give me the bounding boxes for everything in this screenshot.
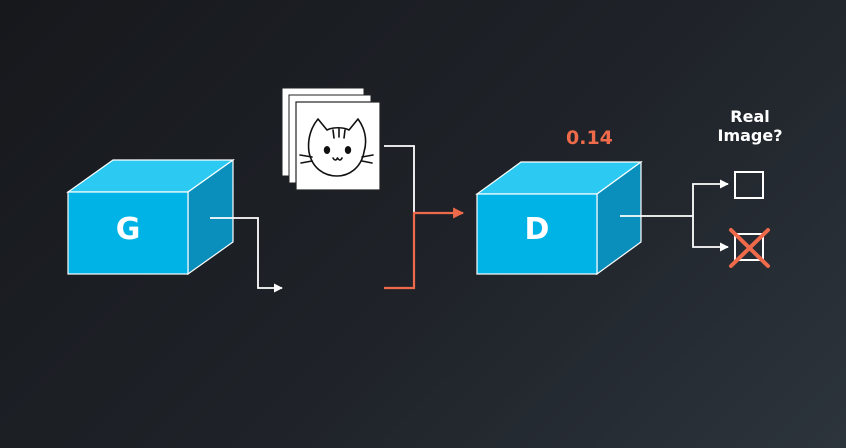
cat-face-icon (299, 118, 374, 177)
real-branch-arrow (692, 179, 729, 216)
fake-image-path (384, 212, 416, 290)
discriminator-score: 0.14 (566, 127, 613, 149)
real-image-path (384, 145, 415, 212)
crossed-checkbox-icon (729, 228, 770, 268)
empty-checkbox-icon (734, 171, 764, 199)
generator-box (66, 158, 235, 276)
fake-branch-arrow (692, 216, 729, 252)
generator-output-arrow (210, 217, 283, 293)
real-image-question: Real Image? (700, 107, 800, 145)
question-line-1: Real (730, 107, 770, 126)
generator-label: G (115, 212, 141, 247)
training-image-stack (281, 87, 381, 191)
discriminator-box (475, 160, 643, 276)
discriminator-label: D (524, 212, 550, 247)
question-line-2: Image? (717, 126, 783, 145)
